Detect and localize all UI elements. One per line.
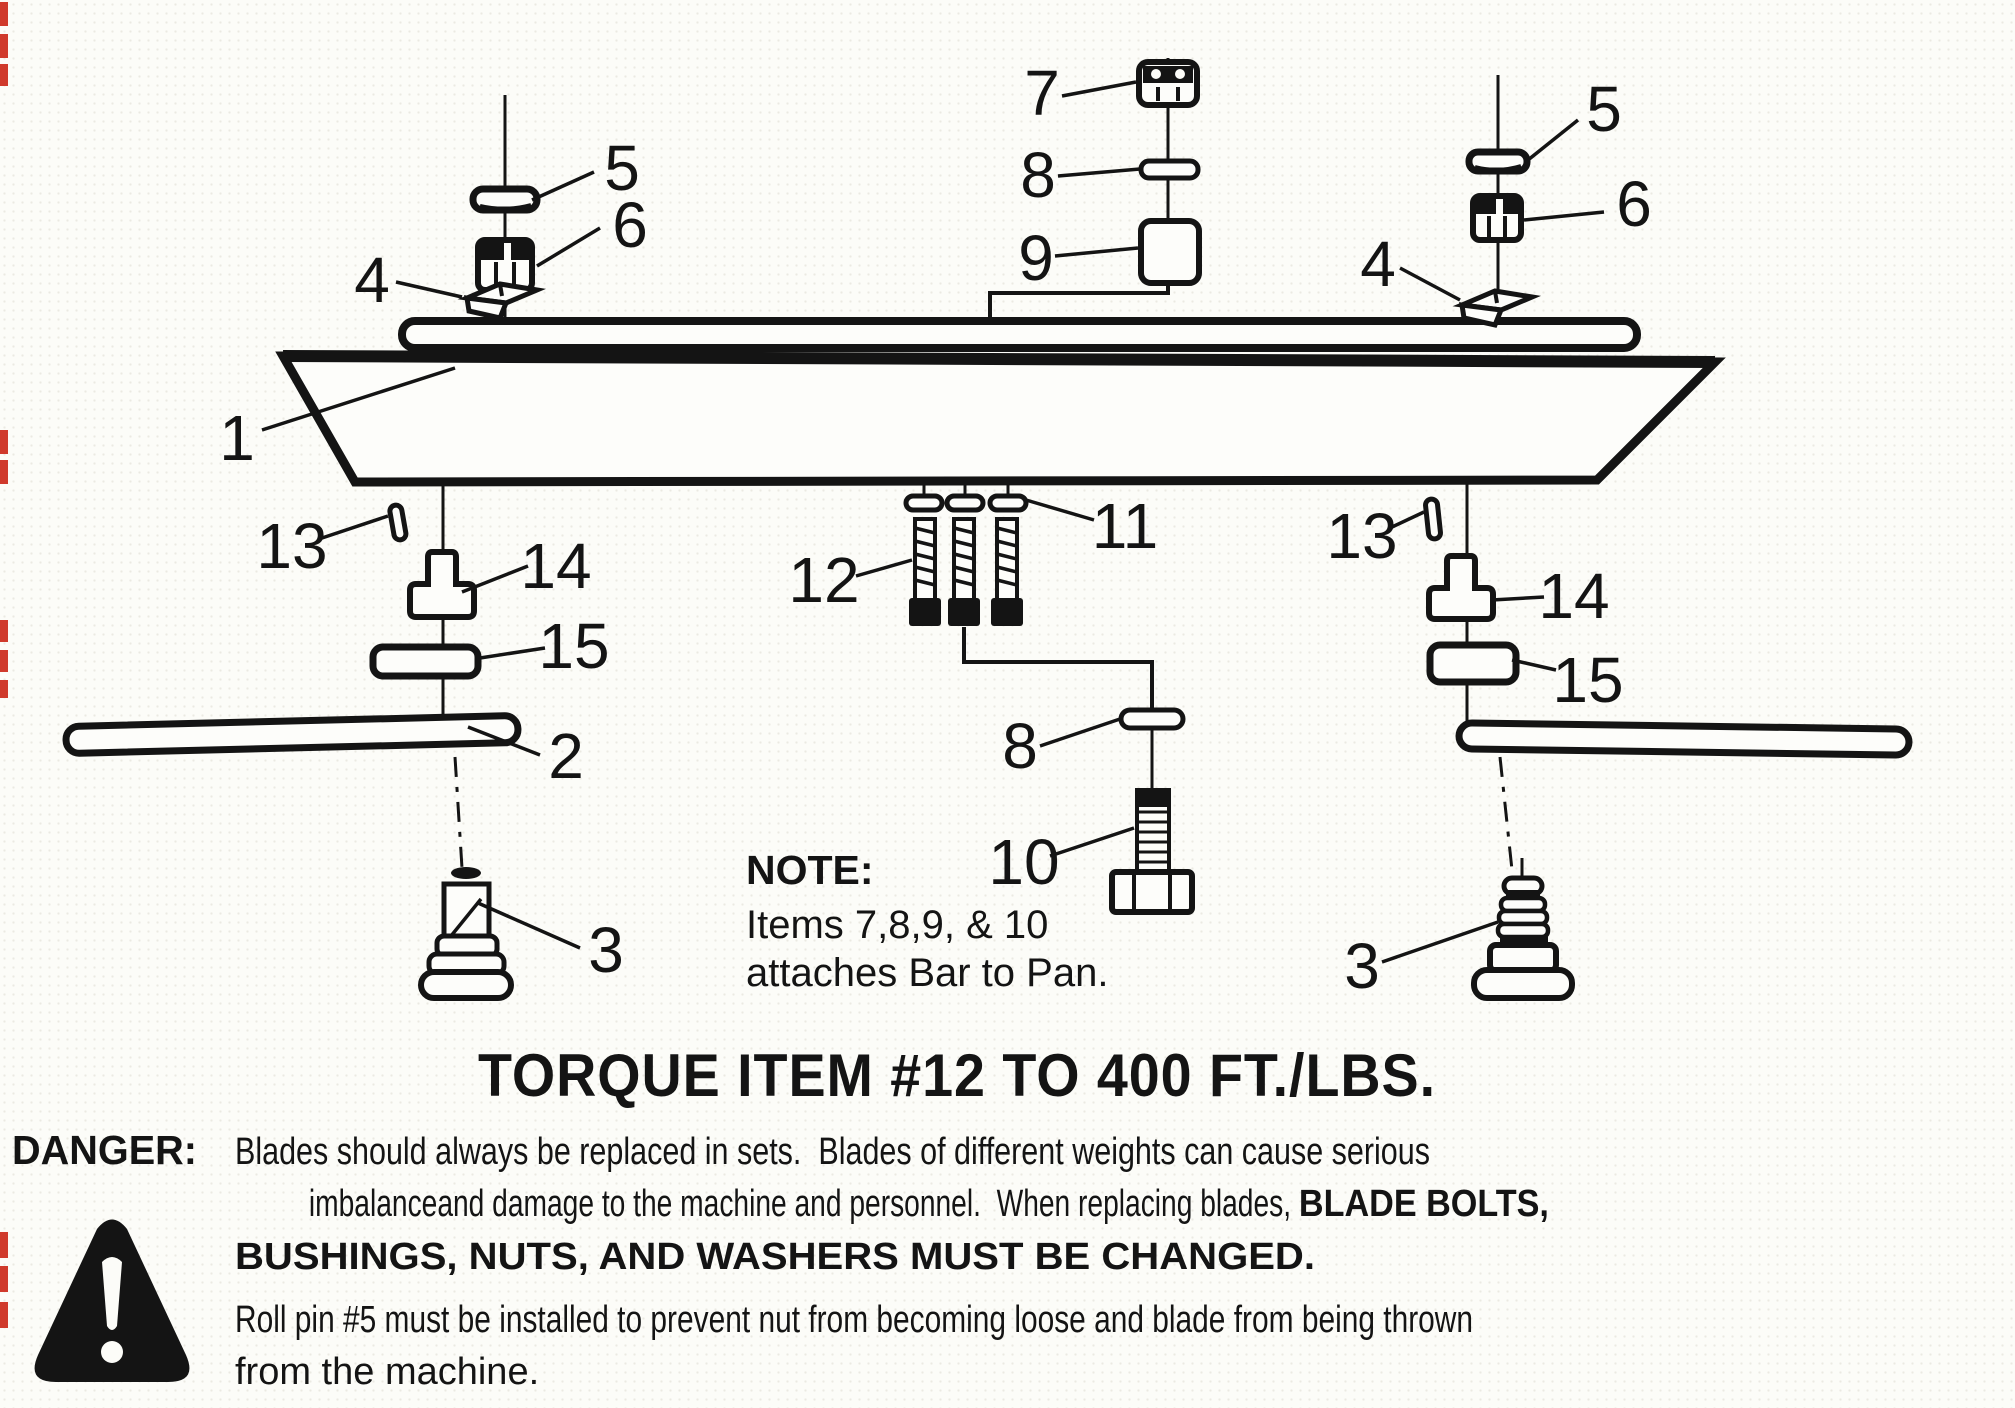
- left-cotter-pin-part: [387, 502, 409, 543]
- callout-4-right: 4: [1360, 228, 1396, 300]
- right-roll-pin-part: [1465, 148, 1531, 175]
- attachment-bolt-part: [1109, 788, 1195, 915]
- danger-line-3: BUSHINGS, NUTS, AND WASHERS MUST BE CHAN…: [235, 1236, 1315, 1278]
- callout-4-left: 4: [354, 244, 390, 316]
- pan-part: [275, 350, 1726, 487]
- right-spacer-washer-part: [1426, 641, 1520, 686]
- callout-14-right: 14: [1538, 560, 1609, 632]
- callout-3-left: 3: [588, 914, 624, 986]
- note-line-1: Items 7,8,9, & 10: [746, 903, 1048, 947]
- callout-13-left: 13: [256, 510, 327, 582]
- left-lock-nut-part: [475, 237, 535, 293]
- top-lock-nut-part: [1136, 59, 1200, 108]
- callout-15-left: 15: [538, 610, 609, 682]
- callout-5-right: 5: [1586, 73, 1622, 145]
- left-spacer-washer-part: [369, 643, 482, 680]
- top-washer-part: [1138, 158, 1201, 181]
- left-roll-pin-part: [469, 185, 541, 214]
- right-blade-part: [1455, 719, 1913, 759]
- spindle-bolts-part: [909, 517, 1023, 626]
- center-washer-part: [1118, 707, 1186, 731]
- lock-washers-part: [903, 485, 1029, 513]
- danger-line-1: Blades should always be replaced in sets…: [235, 1131, 1430, 1173]
- danger-line-4: Roll pin #5 must be installed to prevent…: [235, 1299, 1473, 1341]
- note-line-2: attaches Bar to Pan.: [746, 951, 1108, 995]
- left-blade-bolt-part: [418, 867, 514, 1001]
- callout-9: 9: [1018, 222, 1054, 294]
- spacer-block-part: [1138, 218, 1202, 286]
- left-bushing-part: [457, 281, 547, 321]
- right-blade-bushing-part: [1426, 553, 1496, 622]
- right-cotter-pin-part: [1423, 496, 1443, 542]
- callout-14-left: 14: [520, 530, 591, 602]
- right-bushing-part: [1452, 288, 1542, 328]
- callout-10: 10: [988, 826, 1059, 898]
- callout-8-center: 8: [1002, 710, 1038, 782]
- callout-6-left: 6: [612, 189, 648, 261]
- callout-12: 12: [788, 544, 859, 616]
- bar-part: [398, 317, 1641, 352]
- danger-line-2: imbalanceand damage to the machine and p…: [235, 1183, 1602, 1225]
- leader-lines: [261, 80, 1605, 964]
- connector-lines: [962, 282, 1170, 712]
- callout-2: 2: [548, 720, 584, 792]
- callout-13-right: 13: [1326, 500, 1397, 572]
- right-blade-bolt-part: [1471, 875, 1575, 1001]
- scan-artifacts: [0, 2, 8, 1328]
- callout-7: 7: [1024, 57, 1060, 129]
- note-title: NOTE:: [746, 847, 874, 893]
- right-lock-nut-part: [1470, 193, 1524, 243]
- callout-8-top: 8: [1020, 139, 1056, 211]
- callout-3-right: 3: [1344, 930, 1380, 1002]
- callout-5-left: 5: [604, 132, 640, 204]
- torque-instruction: TORQUE ITEM #12 TO 400 FT./LBS.: [478, 1042, 1436, 1109]
- danger-line-5: from the machine.: [235, 1351, 539, 1393]
- left-blade-part: [62, 712, 522, 757]
- danger-block: DANGER: Blades should always be replaced…: [12, 1127, 1602, 1393]
- callout-11: 11: [1092, 490, 1158, 562]
- note-block: NOTE: Items 7,8,9, & 10 attaches Bar to …: [746, 847, 1108, 995]
- left-blade-bushing-part: [407, 549, 477, 620]
- callout-1: 1: [219, 402, 255, 474]
- warning-triangle-icon: [34, 1219, 190, 1382]
- callout-labels: 1 2 3 3 4 4 5 5 6 6 7 8 8 9 10 11 12 13 …: [219, 57, 1652, 1002]
- danger-label: DANGER:: [12, 1127, 197, 1173]
- callout-6-right: 6: [1616, 168, 1652, 240]
- callout-15-right: 15: [1552, 644, 1623, 716]
